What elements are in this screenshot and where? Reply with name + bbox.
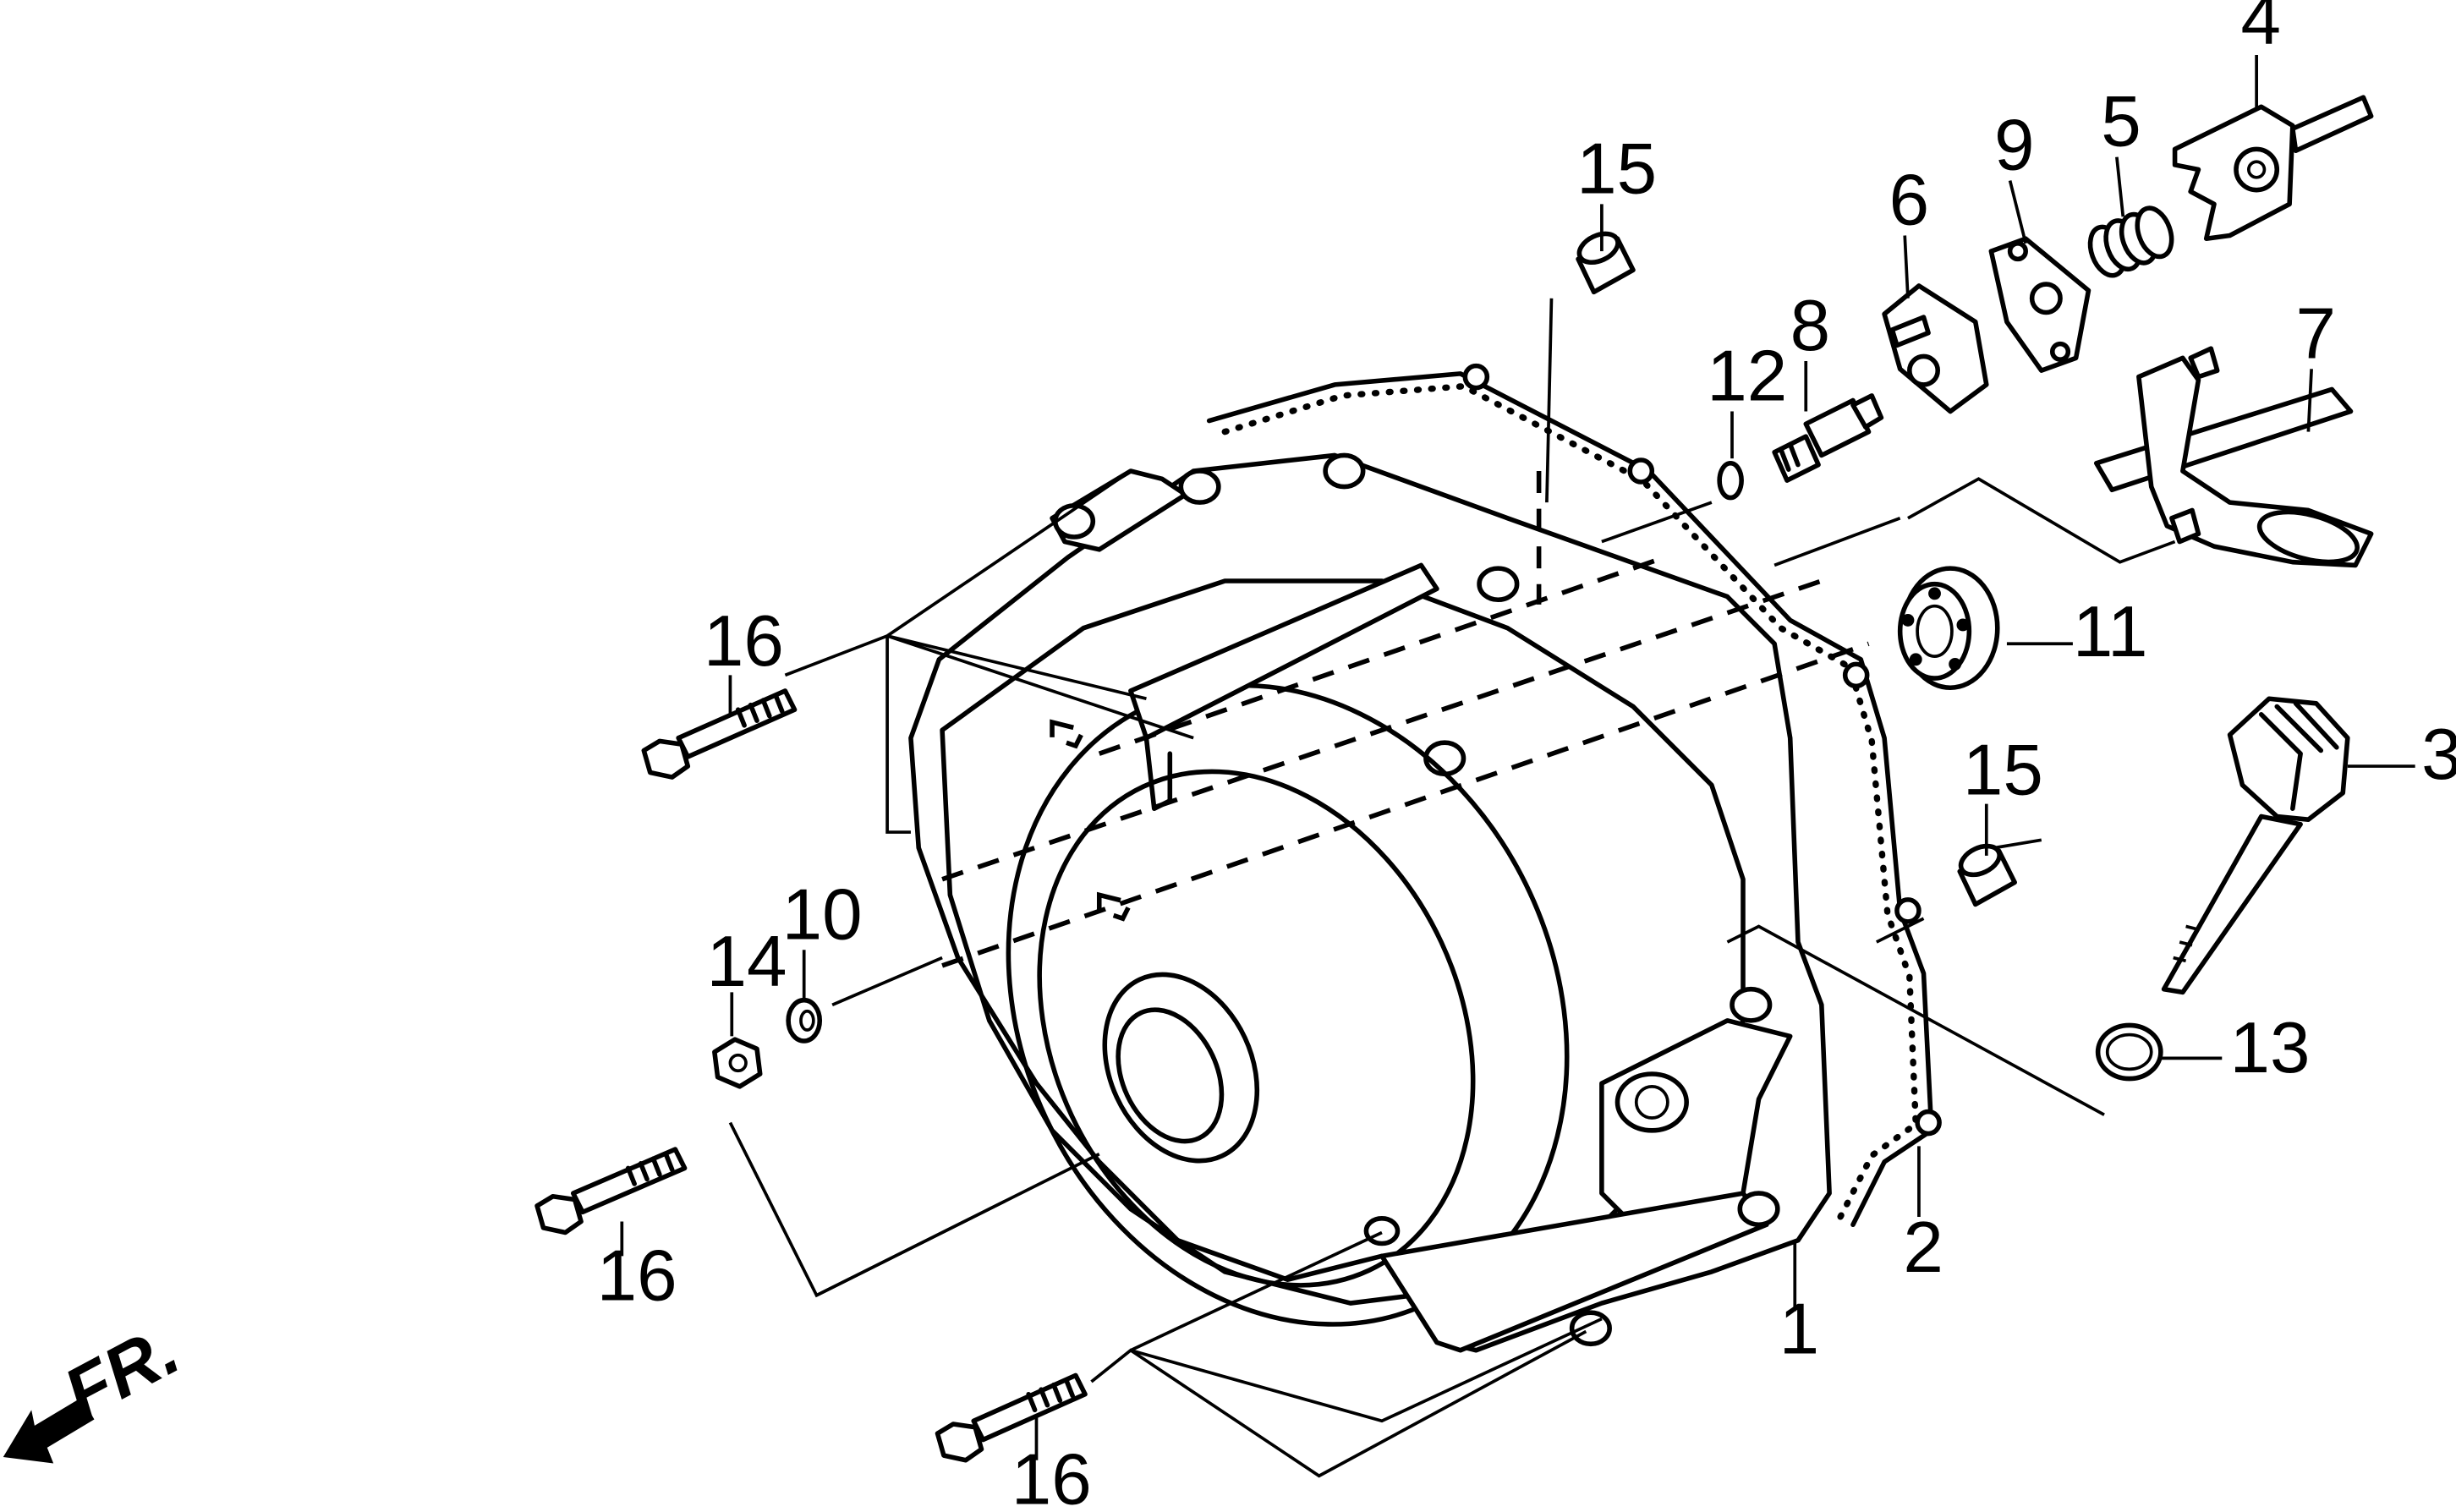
front-direction-arrow-icon (3, 1397, 95, 1464)
hex-nut (712, 1037, 763, 1089)
part-label-9: 9 (1994, 106, 2034, 186)
part-label-16-top: 16 (704, 601, 784, 682)
circlip (1717, 460, 1744, 501)
part-label-3: 3 (2421, 715, 2456, 795)
part-label-16-bottom: 16 (1011, 1440, 1092, 1512)
part-label-16-middle: 16 (597, 1235, 677, 1316)
leader-lines (728, 298, 2176, 1478)
clutch-lifter-cam (2172, 95, 2374, 242)
clutch-lifter-shaft (2093, 346, 2374, 568)
stopper-plate (1988, 236, 2091, 373)
dowel-pin-bottom (1957, 843, 2017, 907)
part-label-6: 6 (1889, 161, 1930, 241)
part-label-2: 2 (1903, 1208, 1943, 1288)
cover-gasket (1206, 363, 1942, 1228)
flange-bolt-top (641, 688, 798, 780)
part-label-12: 12 (1707, 336, 1787, 416)
o-ring (2095, 1022, 2163, 1082)
part-label-10: 10 (782, 874, 863, 955)
adjusting-pin (1772, 393, 1884, 483)
part-label-5: 5 (2101, 82, 2141, 162)
part-label-1: 1 (1779, 1289, 1820, 1369)
flange-bolt-middle (535, 1147, 688, 1235)
spring (2087, 205, 2174, 278)
part-label-8: 8 (1790, 286, 1831, 366)
part-label-4: 4 (2241, 0, 2282, 60)
part-label-13: 13 (2230, 1008, 2311, 1088)
sealing-washer (786, 997, 823, 1044)
right-crankcase-cover (908, 452, 1870, 1353)
label-leaders (620, 54, 2415, 1460)
ball-bearing (1897, 566, 2000, 691)
dowel-pin-top (1576, 231, 1636, 295)
flange-bolt-bottom (935, 1372, 1088, 1463)
part-label-11: 11 (2073, 592, 2148, 672)
oil-filler-cap-dipstick (2161, 696, 2350, 995)
clutch-plate (1882, 283, 1989, 414)
part-label-14: 14 (707, 922, 787, 1002)
part-label-7: 7 (2296, 293, 2337, 374)
front-direction-indicator: FR. (3, 1310, 192, 1464)
part-label-15-bottom: 15 (1963, 730, 2043, 810)
part-label-15-top: 15 (1576, 129, 1657, 209)
